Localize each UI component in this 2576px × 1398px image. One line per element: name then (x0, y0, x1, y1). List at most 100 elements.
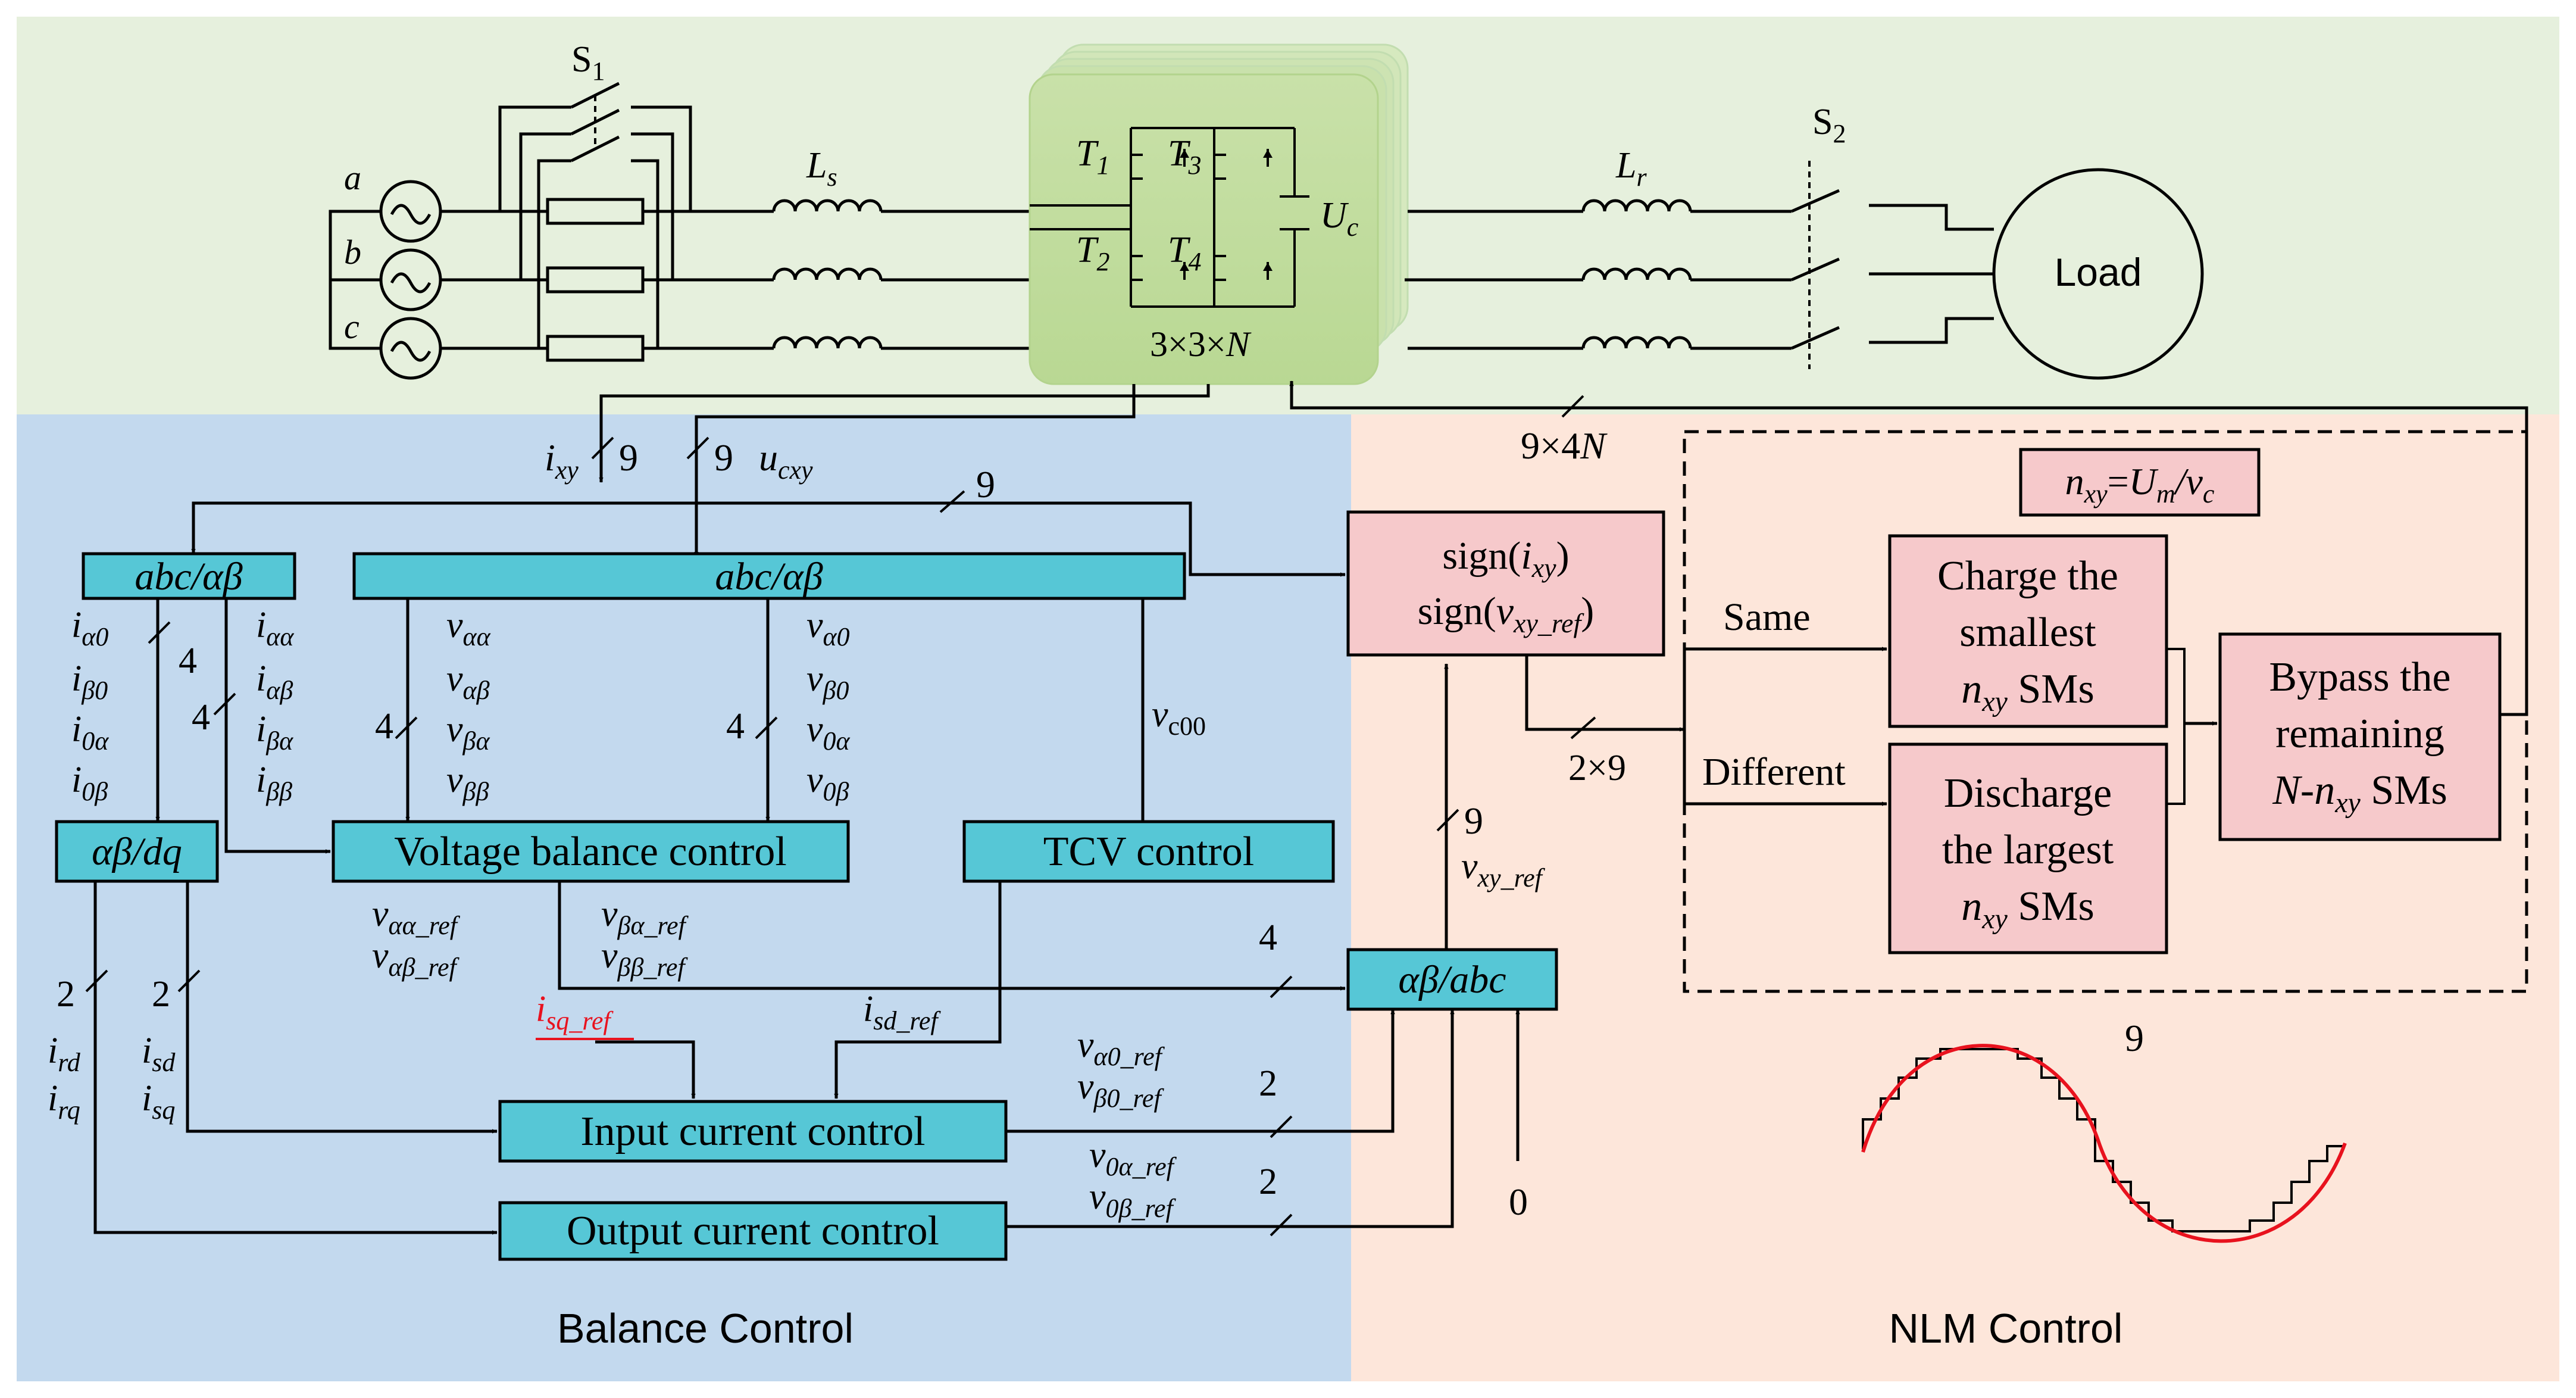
label-i-aa: iαα (256, 605, 294, 651)
input-inductors (772, 199, 1036, 350)
staircase-waveform (1861, 1044, 2347, 1243)
label-v-0a-ref: v0α_ref (1089, 1135, 1177, 1181)
output-current-block (498, 1201, 1008, 1261)
charge-line3: nxy SMs (1961, 666, 2094, 717)
label-i-bb: iββ (256, 760, 292, 806)
nxy-formula-box (2019, 448, 2261, 517)
switch-t1-label: T1 (1076, 133, 1109, 180)
h-bridge-module-stack (1028, 43, 1409, 385)
input-current-block (498, 1100, 1008, 1163)
inductor-ls-label: Ls (806, 145, 837, 192)
module-count-label: 3×3×N (1150, 324, 1252, 364)
tcv-control-block (962, 820, 1335, 883)
label-i-rd: ird (48, 1031, 81, 1077)
label-same: Same (1723, 595, 1811, 639)
label-i-rq: irq (48, 1078, 80, 1125)
label-v-b0: vβ0 (806, 659, 849, 705)
bus-ticks (85, 395, 1596, 1237)
label-v-ba-ref: vβα_ref (601, 894, 689, 940)
label-v-aa-ref: vαα_ref (372, 894, 461, 940)
discharge-line2: the largest (1942, 827, 2114, 873)
sign-line2: sign(vxy_ref) (1418, 589, 1595, 638)
label-9-vxyref: 9 (1464, 800, 1483, 842)
abc-ab-main-block (352, 552, 1186, 600)
label-4-c: 4 (375, 706, 393, 747)
label-v-ab-ref: vαβ_ref (372, 935, 460, 982)
voltage-balance-label: Voltage balance control (394, 829, 787, 875)
label-v-c00: vc00 (1152, 694, 1206, 741)
switch-s1-label: S1 (571, 39, 605, 86)
input-current-label: Input current control (580, 1109, 925, 1154)
voltage-sources (329, 180, 442, 380)
output-circuit (1405, 161, 2204, 380)
phase-b-label: b (344, 233, 361, 272)
label-i-sq-ref: isq_ref (536, 989, 614, 1035)
load-label: Load (2055, 250, 2142, 294)
label-4-a: 4 (179, 641, 197, 681)
bypass-block (2218, 632, 2502, 841)
label-2-b: 2 (152, 974, 170, 1015)
label-9x4n: 9×4N (1521, 425, 1608, 467)
bypass-line2: remaining (2275, 711, 2444, 757)
ab-dq-label: αβ/dq (92, 830, 182, 873)
label-9-ixy: 9 (619, 436, 638, 479)
switch-s2-label: S2 (1812, 102, 1846, 148)
label-9-staircase: 9 (2125, 1017, 2144, 1059)
label-u-cxy: ucxy (759, 436, 813, 485)
precharge-circuit (440, 82, 774, 362)
label-i-ab: iαβ (256, 659, 293, 705)
label-i-0b: i0β (71, 760, 108, 806)
label-2-d: 2 (1259, 1162, 1277, 1202)
abc-ab-left-label: abc/αβ (135, 555, 242, 598)
label-4-d: 4 (726, 706, 745, 747)
phase-a-label: a (344, 158, 361, 197)
charge-line1: Charge the (1937, 553, 2118, 599)
label-i-b0: iβ0 (71, 659, 108, 705)
label-2x9: 2×9 (1568, 748, 1626, 788)
label-v-ab: vαβ (446, 659, 490, 705)
abc-ab-main-label: abc/αβ (715, 555, 823, 598)
ab-abc-label: αβ/abc (1398, 958, 1506, 1001)
label-different: Different (1702, 750, 1846, 794)
nlm-dashed-region (1683, 430, 2528, 993)
label-v-bb: vββ (446, 760, 489, 806)
label-v-xy-ref: vxy_ref (1461, 846, 1546, 893)
phase-c-label: c (344, 307, 359, 346)
nxy-formula: nxy=Um/vc (2065, 460, 2215, 508)
charge-block (1888, 534, 2168, 728)
nlm-control-title: NLM Control (1889, 1305, 2123, 1352)
bypass-line1: Bypass the (2269, 654, 2450, 700)
label-v-b0-ref: vβ0_ref (1077, 1066, 1164, 1113)
label-i-ba: iβα (256, 709, 293, 756)
label-i-a0: iα0 (71, 605, 108, 651)
label-i-sd: isd (142, 1031, 176, 1077)
sign-line1: sign(ixy) (1442, 534, 1569, 583)
discharge-block (1888, 742, 2168, 954)
sign-block (1346, 510, 1665, 657)
abc-ab-left-block (82, 552, 296, 600)
label-i-xy: ixy (545, 436, 579, 485)
discharge-line3: nxy SMs (1961, 884, 2094, 935)
output-current-label: Output current control (567, 1208, 939, 1254)
switch-t4-label: T4 (1168, 230, 1201, 276)
label-i-0a: i0α (71, 709, 109, 756)
label-9-bus: 9 (976, 463, 995, 505)
label-v-aa: vαα (446, 605, 491, 651)
discharge-line1: Discharge (1944, 770, 2112, 816)
ab-abc-block (1346, 948, 1558, 1011)
tcv-control-label: TCV control (1043, 829, 1255, 875)
ab-dq-block (55, 820, 219, 883)
bypass-line3: N-nxy SMs (2272, 767, 2447, 819)
label-2-c: 2 (1259, 1063, 1277, 1104)
balance-control-title: Balance Control (557, 1305, 854, 1352)
voltage-balance-block (332, 820, 850, 883)
label-v-0b-ref: v0β_ref (1089, 1177, 1176, 1223)
switch-t2-label: T2 (1076, 230, 1109, 276)
label-v-a0-ref: vα0_ref (1077, 1025, 1165, 1071)
label-i-sd-ref: isd_ref (863, 989, 941, 1035)
capacitor-uc-label: Uc (1320, 195, 1359, 242)
signal-wires (93, 380, 2528, 1235)
label-v-bb-ref: vββ_ref (601, 935, 688, 982)
label-v-a0: vα0 (806, 605, 850, 651)
